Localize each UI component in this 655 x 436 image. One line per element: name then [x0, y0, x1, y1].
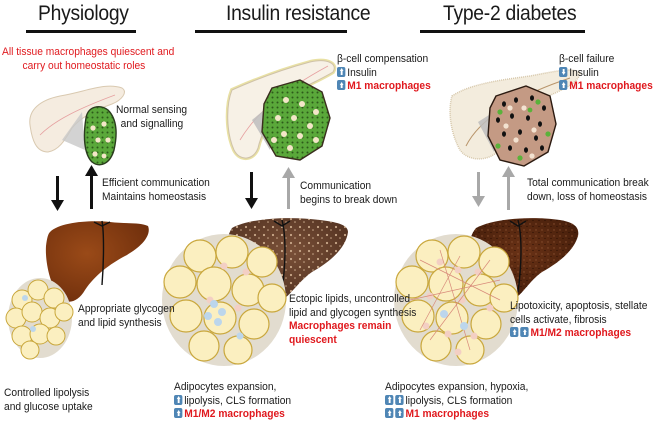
column-title-insulin-resistance: Insulin resistance [226, 2, 371, 25]
adipose-note: Adipocytes expansion, hypoxia, lipolysis… [385, 381, 529, 422]
liver-note: Ectopic lipids, uncontrolled lipid and g… [289, 293, 417, 346]
up-arrow-icon [337, 66, 346, 77]
double-up-arrow-icon [385, 394, 394, 405]
double-up-arrow-icon [395, 394, 404, 405]
pancreas-note: β-cell compensation Insulin M1 macrophag… [337, 53, 431, 94]
liver-note: Lipotoxicity, apoptosis, stellate cells … [510, 300, 648, 341]
pancreas-note: β-cell failure Insulin M1 macrophages [559, 53, 653, 94]
list-item: M1/M2 macrophages [510, 327, 647, 341]
double-up-arrow-icon [510, 327, 519, 337]
islet-enlarged [261, 79, 331, 161]
column-title-type2-diabetes: Type-2 diabetes [443, 2, 577, 25]
title-underline [26, 30, 136, 33]
title-underline [195, 30, 347, 33]
arrow-note: Total communication break down, loss of … [527, 177, 649, 203]
adipose-note: Adipocytes expansion, lipolysis, CLS for… [174, 381, 292, 422]
up-arrow-icon [559, 80, 568, 90]
down-arrow-icon [559, 66, 568, 77]
list-item: lipolysis, CLS formation [385, 394, 528, 409]
double-up-arrow-icon [395, 408, 404, 418]
double-up-arrow-icon [385, 408, 394, 418]
macrophage-quiescent-note: All tissue macrophages quiescent and car… [2, 46, 175, 72]
arrow-up-black [85, 165, 98, 209]
arrow-down-black [245, 172, 258, 209]
up-arrow-icon [174, 394, 183, 405]
up-arrow-icon [337, 80, 346, 90]
arrow-note: Communication begins to break down [300, 180, 398, 206]
up-arrow-icon [174, 408, 183, 418]
liver-note: Appropriate glycogen and lipid synthesis [78, 303, 175, 329]
title-underline [420, 30, 585, 33]
column-title-physiology: Physiology [38, 2, 129, 25]
arrow-up-grey [502, 166, 515, 210]
list-item: M1 macrophages [385, 408, 528, 422]
adipose-inflamed [394, 234, 519, 366]
list-item: Insulin [559, 66, 653, 81]
list-item: M1/M2 macrophages [174, 408, 291, 422]
islet-fibrotic [487, 85, 557, 167]
arrow-down-grey [472, 172, 485, 207]
arrow-down-black [51, 176, 64, 211]
adipose-note: Controlled lipolysis and glucose uptake [4, 387, 93, 413]
list-item: M1 macrophages [559, 80, 653, 94]
double-up-arrow-icon [520, 327, 529, 337]
pancreas-healthy [29, 85, 125, 153]
list-item: Insulin [337, 66, 431, 81]
arrow-up-grey [282, 167, 295, 209]
list-item: lipolysis, CLS formation [174, 394, 291, 409]
adipose-healthy [5, 278, 74, 360]
pancreas-note: Normal sensing and signalling [116, 104, 188, 130]
islet-healthy [83, 106, 117, 166]
list-item: M1 macrophages [337, 80, 431, 94]
arrow-note: Efficient communication Maintains homeos… [102, 177, 210, 203]
liver-healthy [45, 220, 149, 302]
adipose-expanded [162, 234, 287, 366]
